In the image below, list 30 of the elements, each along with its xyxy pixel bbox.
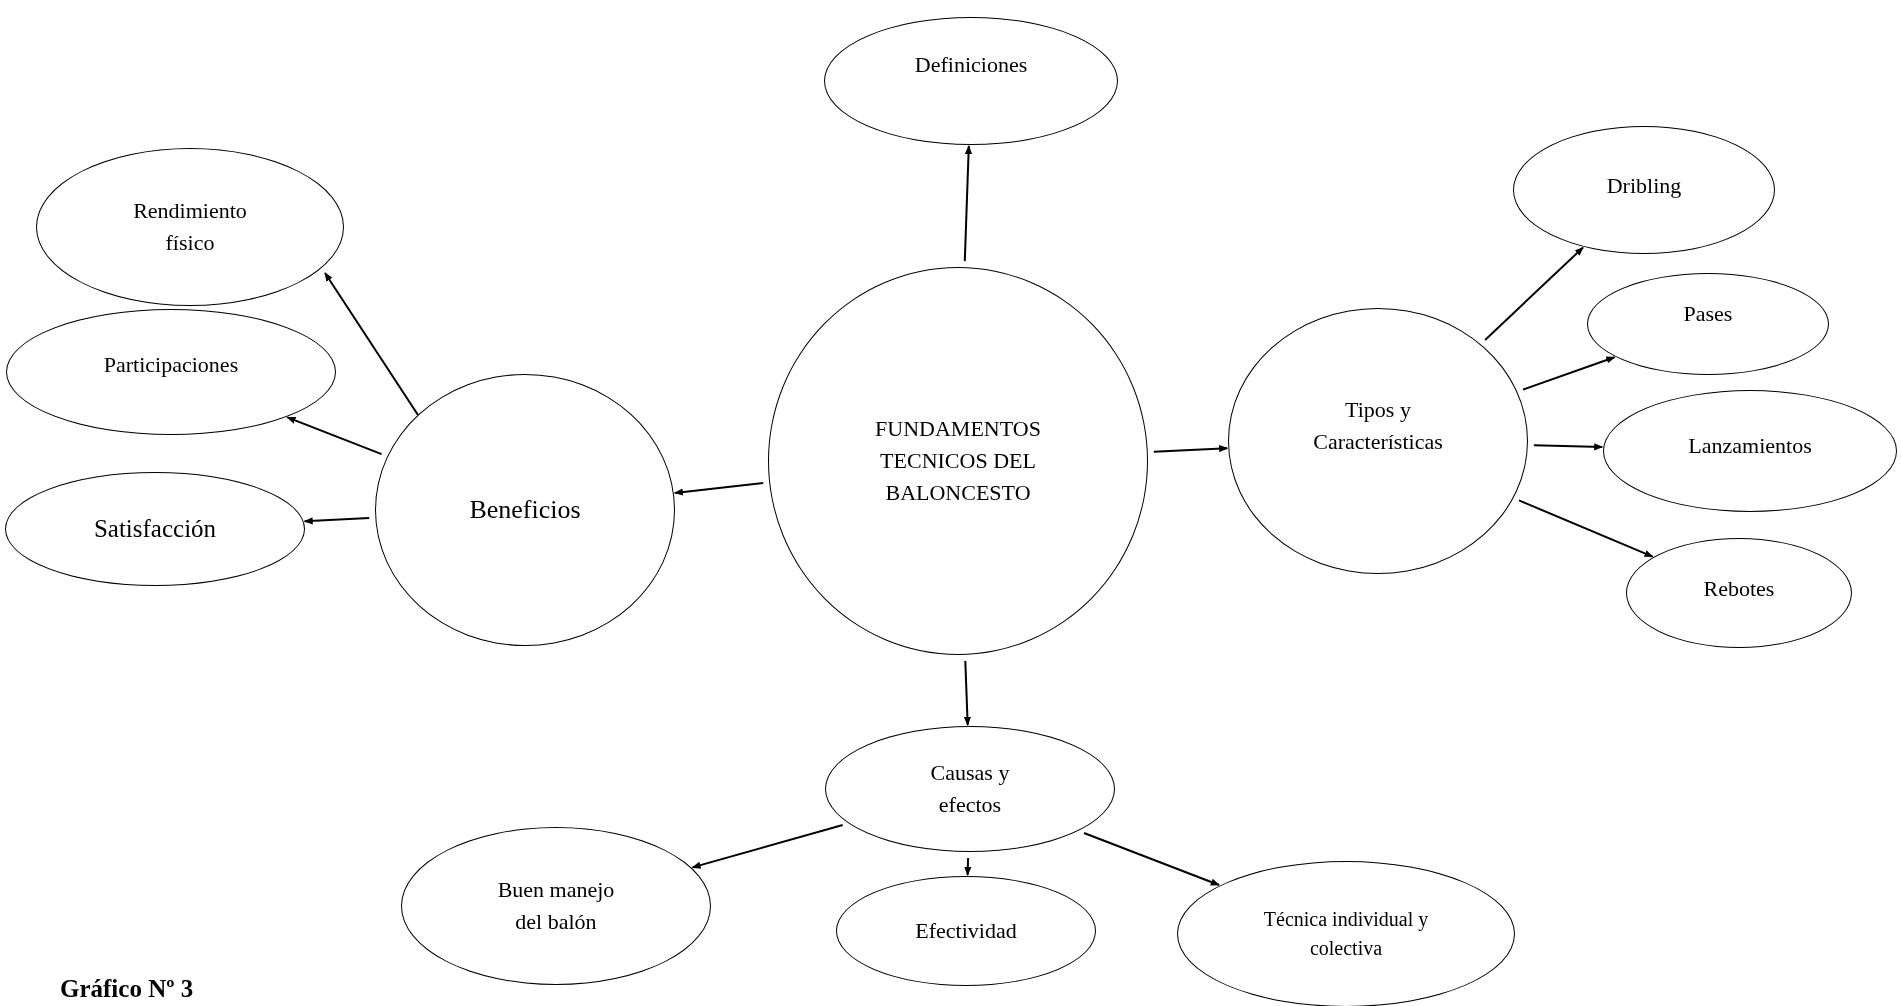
node-label: Pases (1683, 300, 1733, 329)
node-label: Rebotes (1703, 575, 1775, 604)
node-label: Buen manejo del balón (496, 876, 616, 936)
node-label: FUNDAMENTOS TECNICOS DEL BALONCESTO (874, 415, 1042, 507)
figure-caption: Gráfico Nº 3 (60, 975, 194, 1003)
node-label: Efectividad (915, 917, 1017, 946)
arrow (1152, 445, 1229, 453)
node-label: Definiciones (914, 51, 1028, 80)
arrow (964, 857, 972, 876)
node-label: Rendimiento físico (132, 197, 248, 257)
node-label: Satisfacción (93, 513, 217, 544)
arrow (691, 824, 844, 869)
arrow (963, 145, 973, 263)
node-label: Participaciones (103, 351, 239, 380)
arrow (1083, 832, 1220, 886)
arrow (963, 659, 971, 726)
node-label: Beneficios (469, 494, 581, 527)
arrow (673, 482, 765, 496)
node-label: Causas y efectos (929, 759, 1011, 819)
arrow (324, 272, 419, 416)
node-label: Técnica individual y colectiva (1262, 907, 1430, 961)
node-label: Dribling (1606, 172, 1682, 201)
node-label: Lanzamientos (1688, 432, 1812, 461)
arrow (1532, 443, 1604, 451)
node-label: Tipos y Características (1312, 396, 1444, 456)
arrow (1521, 356, 1616, 391)
arrow (286, 416, 383, 456)
arrow (1484, 246, 1584, 341)
arrow (303, 517, 371, 525)
arrow (1518, 499, 1654, 558)
